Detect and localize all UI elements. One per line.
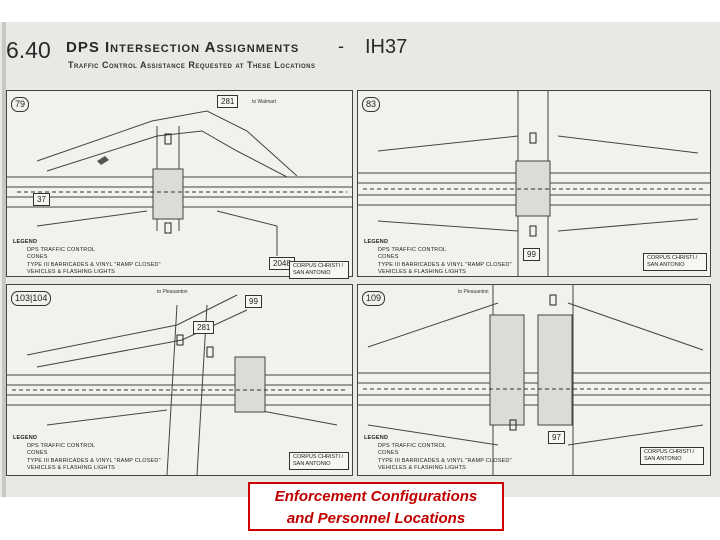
legend-title: LEGEND [364, 239, 389, 245]
section-number: 6.40 [6, 37, 51, 63]
road-shield-2048: 2048 [269, 257, 295, 270]
road-shield-281: 281 [217, 95, 239, 108]
road-shield-37: 37 [33, 193, 50, 206]
legend: LEGEND DPS TRAFFIC CONTROL CONES TYPE II… [364, 239, 512, 277]
panel-id-badge: 79 [11, 97, 30, 112]
route-name: IH37 [365, 36, 408, 58]
caption-line-1: Enforcement Configurations [274, 488, 478, 505]
caption-box: Enforcement Configurations and Personnel… [248, 482, 504, 531]
legend-item-vehicles: VEHICLES & FLASHING LIGHTS [27, 269, 116, 275]
direction-box: CORPUS CHRISTI / SAN ANTONIO [289, 452, 349, 470]
destination-label: to Walmart [252, 99, 276, 105]
caption-line-2: and Personnel Locations [286, 510, 466, 527]
document-sheet: 6.40 DPS Intersection Assignments - IH37… [0, 22, 720, 497]
legend-item-dps: DPS TRAFFIC CONTROL [378, 442, 447, 449]
intersection-diagram-103-104 [7, 294, 352, 475]
road-shield-97: 97 [548, 431, 565, 444]
road-shield-281: 281 [193, 321, 215, 334]
direction-box: CORPUS CHRISTI / SAN ANTONIO [640, 447, 704, 465]
page-title: DPS Intersection Assignments [66, 39, 300, 56]
legend-item-dps: DPS TRAFFIC CONTROL [27, 442, 96, 449]
panel-83: 83 99 LEGEND DPS TRAFFIC CONTROL CONES T… [357, 90, 711, 277]
legend-item-dps: DPS TRAFFIC CONTROL [27, 246, 96, 253]
road-shield-99: 99 [245, 295, 262, 308]
intersection-diagram-79 [7, 110, 352, 256]
panel-103-104: 103|104 to Pleasanton 99 281 LEGEND DPS … [6, 284, 353, 476]
legend-item-barricades: TYPE III BARRICADES & VINYL "RAMP CLOSED… [27, 261, 161, 268]
panel-id-badge: 109 [362, 291, 386, 306]
title-dash: - [338, 36, 344, 56]
sheet-edge [2, 22, 6, 497]
legend-title: LEGEND [13, 239, 38, 245]
direction-box: CORPUS CHRISTI / SAN ANTONIO [289, 261, 349, 279]
panel-79: 79 281 to Walmart 2048 37 LEGEND DPS TRA… [6, 90, 353, 279]
legend: LEGEND DPS TRAFFIC CONTROL CONES TYPE II… [13, 239, 161, 277]
destination-label: to Pleasanton [458, 289, 489, 295]
legend-title: LEGEND [364, 435, 389, 441]
intersection-diagram-109 [358, 285, 710, 475]
destination-label: to Pleasanton [157, 289, 188, 295]
legend-item-barricades: TYPE III BARRICADES & VINYL "RAMP CLOSED… [378, 457, 512, 464]
legend-item-vehicles: VEHICLES & FLASHING LIGHTS [378, 465, 467, 471]
legend-item-dps: DPS TRAFFIC CONTROL [378, 246, 447, 253]
page-subtitle: Traffic Control Assistance Requested at … [68, 60, 316, 70]
legend-item-cones: CONES [378, 450, 399, 456]
direction-box: CORPUS CHRISTI / SAN ANTONIO [643, 253, 707, 271]
intersection-diagram-83 [358, 91, 710, 276]
legend: LEGEND DPS TRAFFIC CONTROL CONES TYPE II… [13, 435, 161, 473]
legend-item-cones: CONES [27, 450, 48, 456]
panel-id-badge: 103|104 [11, 291, 52, 306]
panel-id-badge: 83 [362, 97, 381, 112]
legend-item-cones: CONES [378, 254, 399, 260]
legend-item-vehicles: VEHICLES & FLASHING LIGHTS [378, 269, 467, 275]
road-shield-99: 99 [523, 248, 540, 261]
legend: LEGEND DPS TRAFFIC CONTROL CONES TYPE II… [364, 435, 512, 473]
legend-item-barricades: TYPE III BARRICADES & VINYL "RAMP CLOSED… [27, 457, 161, 464]
legend-item-barricades: TYPE III BARRICADES & VINYL "RAMP CLOSED… [378, 261, 512, 268]
legend-item-vehicles: VEHICLES & FLASHING LIGHTS [27, 465, 116, 471]
panel-109: 109 to Pleasanton 97 LEGEND DPS TRAFFIC … [357, 284, 711, 476]
legend-title: LEGEND [13, 435, 38, 441]
legend-item-cones: CONES [27, 254, 48, 260]
